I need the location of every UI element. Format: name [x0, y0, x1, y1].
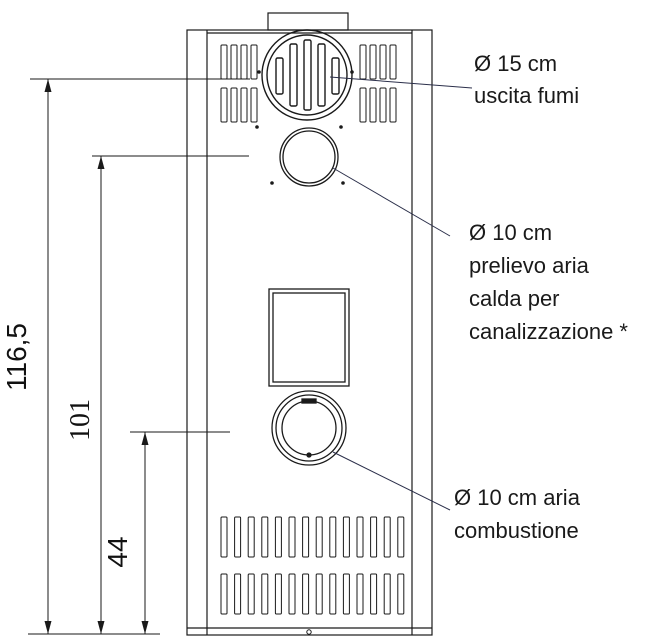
bottom-vent-slot	[288, 573, 296, 615]
bottom-vent-slot	[261, 516, 269, 558]
combustion-line2-label: combustione	[454, 518, 579, 543]
dim-combustion-height-label: 44	[102, 536, 133, 567]
bottom-vent-slot	[315, 573, 323, 615]
hot-air-line2-label: calda per	[469, 286, 560, 311]
combustion-line1-label: Ø 10 cm aria	[454, 485, 581, 510]
dimension-arrows	[44, 79, 149, 634]
dim-total-height-label: 116,5	[1, 323, 32, 391]
bottom-vent-slot	[342, 573, 350, 615]
bottom-vent-slot	[383, 516, 391, 558]
bottom-vent-slot	[302, 573, 310, 615]
bottom-vent-slot	[356, 516, 364, 558]
bottom-vent-slot	[234, 516, 242, 558]
hot-air-diameter-label: Ø 10 cm	[469, 220, 552, 245]
rear-panel	[268, 288, 350, 387]
bottom-vent-slot	[274, 573, 282, 615]
leader-combustion	[332, 451, 451, 511]
flue-collar	[267, 12, 349, 31]
leader-flue	[329, 76, 473, 89]
flue-outlet	[261, 29, 353, 121]
bottom-vent-slot	[261, 573, 269, 615]
bottom-vent-slot	[274, 516, 282, 558]
bottom-vent-slot	[342, 516, 350, 558]
hot-air-line3-label: canalizzazione *	[469, 319, 628, 344]
bottom-vents	[220, 516, 405, 615]
leader-hot-air	[332, 167, 451, 237]
base-screw	[306, 629, 312, 635]
bottom-vent-slot	[234, 573, 242, 615]
bottom-vent-slot	[329, 573, 337, 615]
bottom-vent-slot	[397, 573, 405, 615]
bottom-vent-slot	[315, 516, 323, 558]
combustion-air-inlet	[271, 390, 347, 466]
flue-diameter-label: Ø 15 cm	[474, 51, 557, 76]
flue-description-label: uscita fumi	[474, 83, 579, 108]
bottom-vent-slot	[220, 573, 228, 615]
bottom-vent-slot	[370, 573, 378, 615]
leader-lines	[329, 76, 473, 511]
screw-dots	[255, 70, 354, 185]
stove-outer-frame	[186, 29, 433, 636]
bottom-vent-slot	[247, 516, 255, 558]
bottom-vent-slot	[247, 573, 255, 615]
top-vent-left	[220, 44, 258, 123]
hot-air-outlet	[279, 127, 339, 187]
bottom-vent-slot	[370, 516, 378, 558]
dim-hotair-height-label: 101	[65, 399, 96, 441]
bottom-vent-slot	[329, 516, 337, 558]
top-vent-right	[359, 44, 397, 123]
dimension-lines	[28, 78, 250, 635]
hot-air-line1-label: prelievo aria	[469, 253, 590, 278]
stove-body	[186, 12, 433, 636]
bottom-vent-slot	[302, 516, 310, 558]
bottom-vent-slot	[397, 516, 405, 558]
bottom-vent-slot	[356, 573, 364, 615]
bottom-vent-slot	[288, 516, 296, 558]
bottom-vent-slot	[383, 573, 391, 615]
bottom-vent-slot	[220, 516, 228, 558]
